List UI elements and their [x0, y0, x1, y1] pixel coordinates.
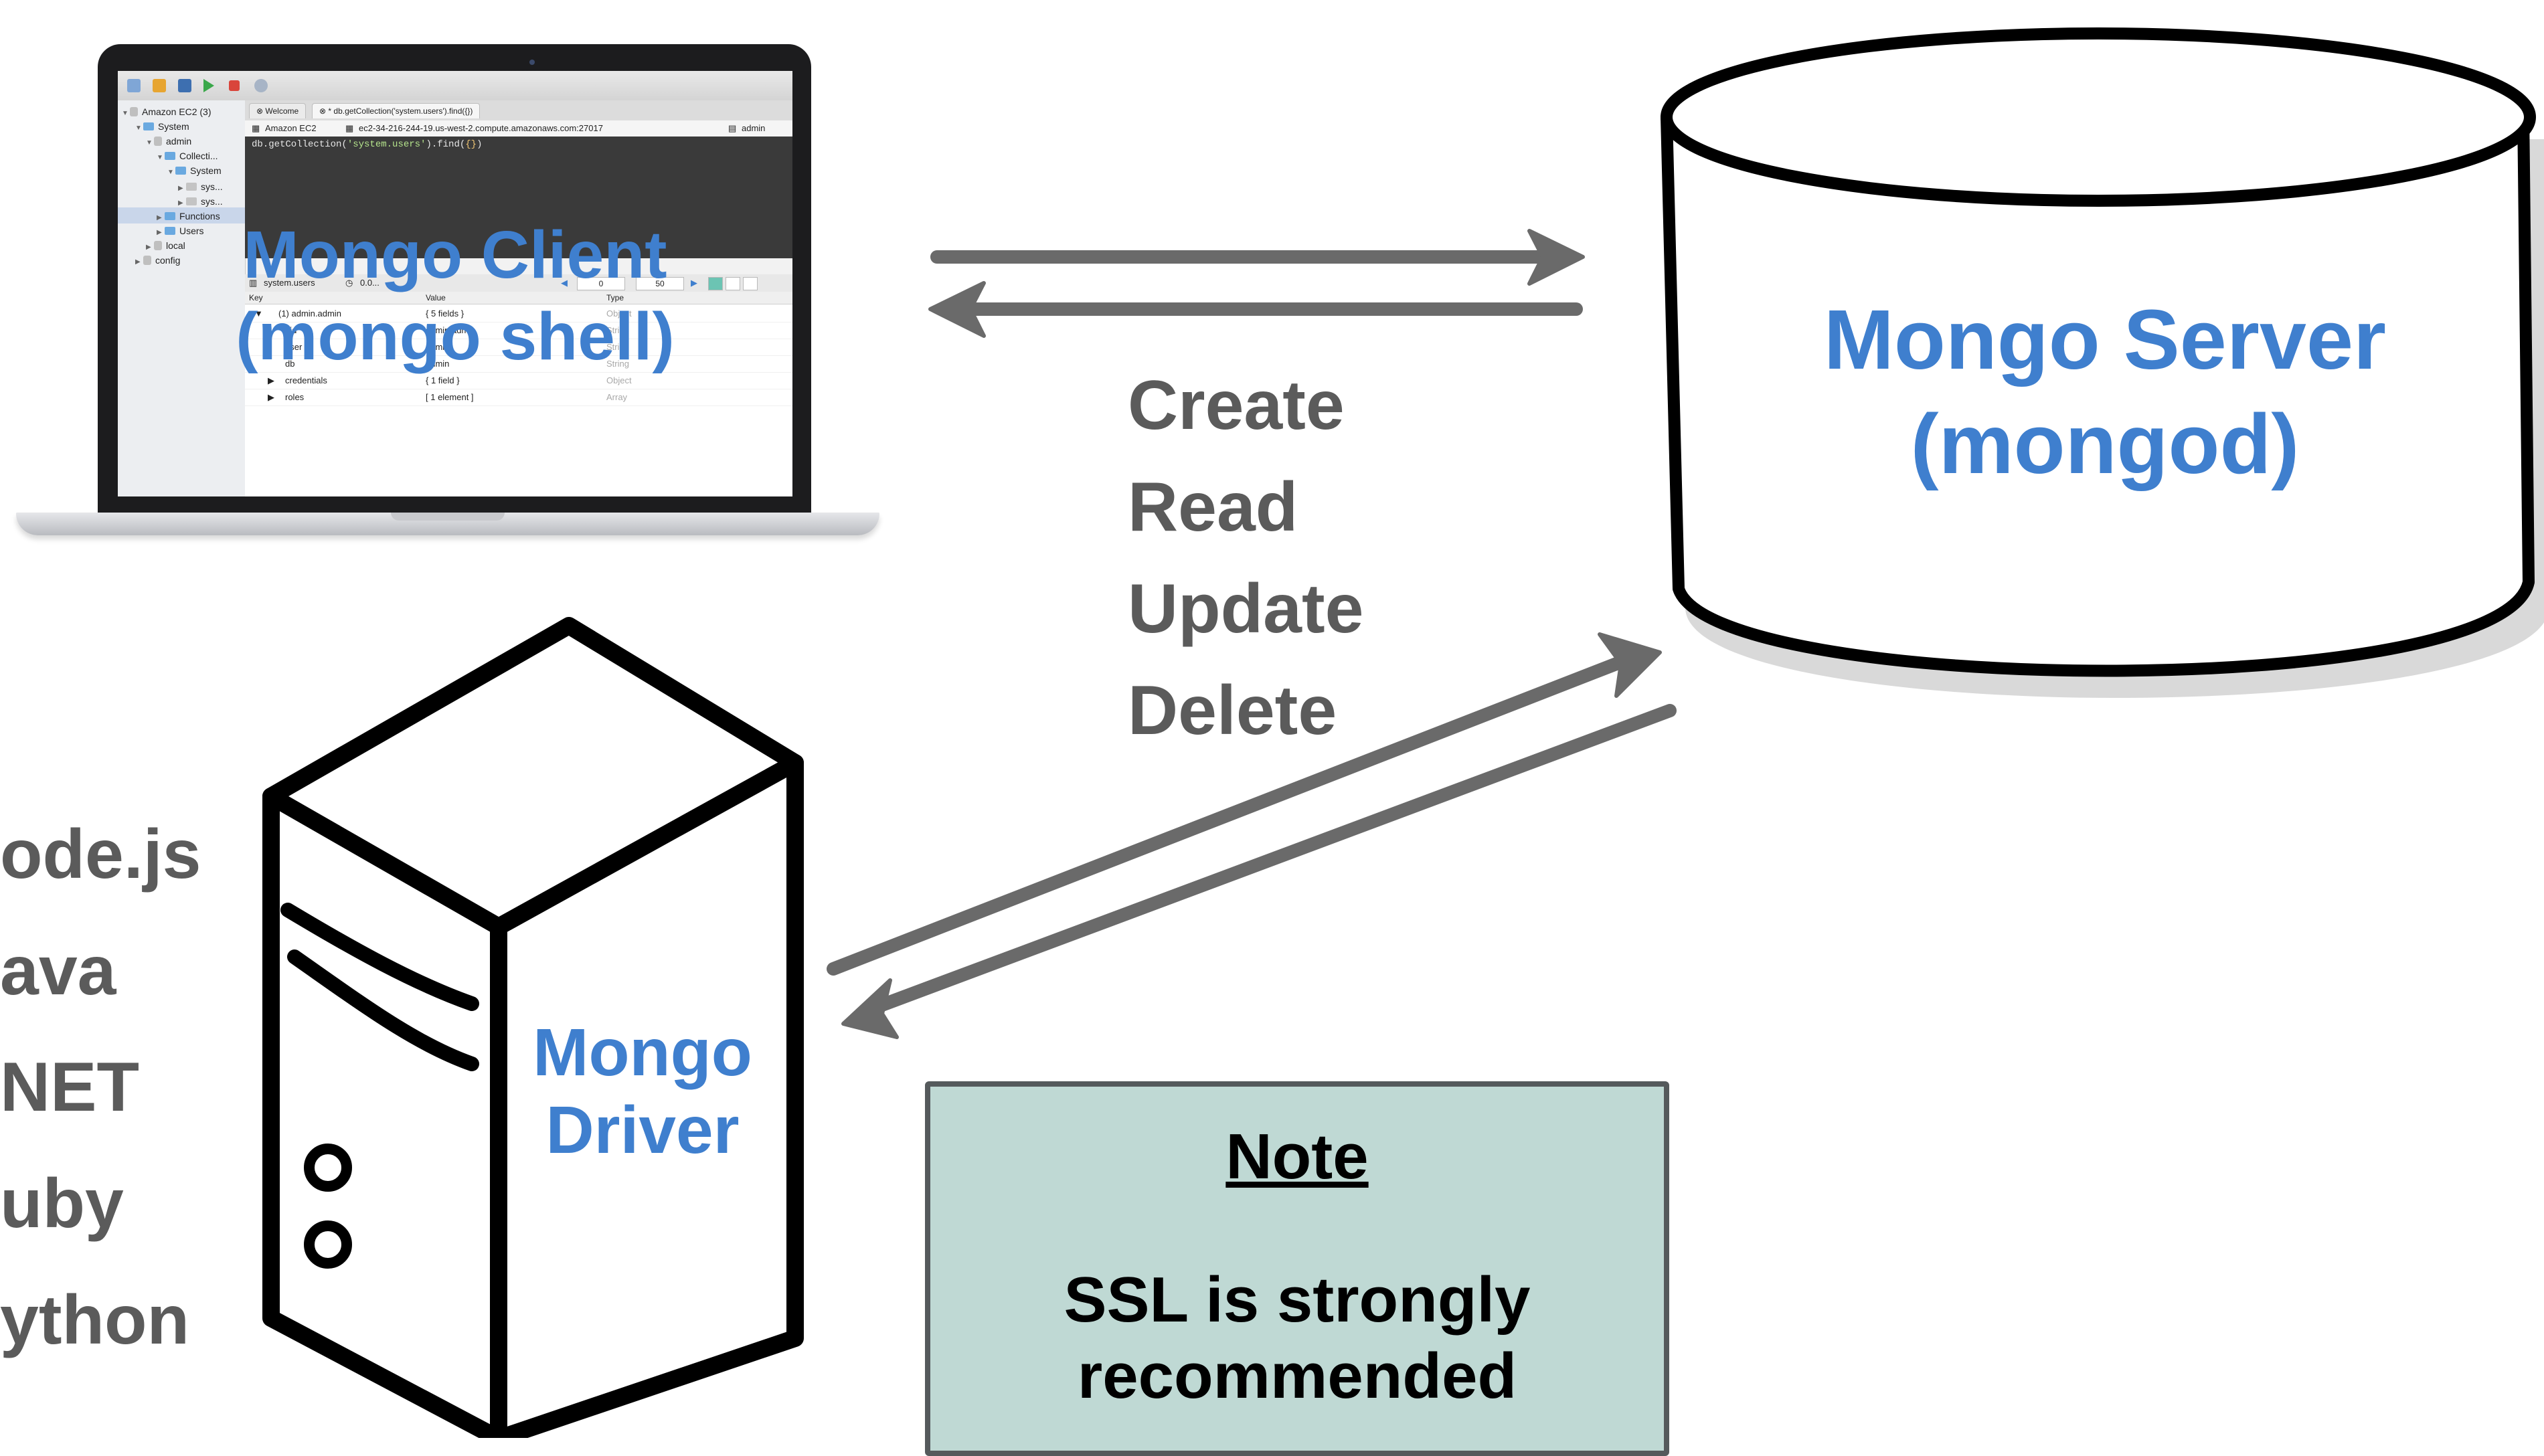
shell-toolbar: [118, 71, 792, 101]
crud-read: Read: [1128, 468, 1298, 546]
table-view-icon[interactable]: [726, 277, 740, 290]
skip-input[interactable]: 0: [577, 277, 625, 290]
result-toolbar: ▥ system.users ◷ 0.0... ◀ 0 50 ▶: [245, 274, 792, 292]
language-java: ava: [0, 932, 116, 1010]
connect-icon[interactable]: [127, 79, 141, 92]
client-label-line1: Mongo Client: [243, 217, 667, 292]
expand-icon[interactable]: ▼: [254, 308, 263, 318]
mongo-shell-window: ▼Amazon EC2 (3) ▼System ▼admin ▼Collecti…: [118, 71, 792, 496]
language-list: ode.js ava NET uby ython: [0, 796, 201, 1378]
connection-host: ec2-34-216-244-19.us-west-2.compute.amaz…: [359, 123, 603, 133]
tree-item-sys-1[interactable]: ▶sys...: [178, 181, 223, 192]
client-label-line2: (mongo shell): [236, 299, 675, 374]
result-collection: system.users: [264, 278, 315, 288]
camera-dot: [529, 60, 535, 65]
crud-list: Create Read Update Delete: [1128, 355, 1363, 761]
close-icon[interactable]: ⊗: [256, 106, 266, 116]
close-icon[interactable]: ⊗: [319, 106, 329, 116]
language-nodejs: ode.js: [0, 816, 201, 893]
note-title: Note: [1225, 1121, 1369, 1192]
server-label: Mongo Server (mongod): [1727, 288, 2483, 496]
result-time: 0.0...: [360, 278, 379, 288]
tree-item-system[interactable]: ▼System: [135, 121, 189, 132]
server-icon: ▦: [252, 123, 260, 133]
grid-header: Key Value Type: [245, 292, 792, 304]
table-row[interactable]: user admin String: [245, 339, 792, 356]
table-row[interactable]: ▶ credentials { 1 field } Object: [245, 372, 792, 389]
laptop-base: [16, 513, 879, 535]
table-row[interactable]: ▼ (1) admin.admin { 5 fields } Object: [245, 305, 792, 323]
note-body: SSL is strongly recommended: [930, 1262, 1664, 1415]
table-row[interactable]: db admin String: [245, 355, 792, 373]
stop-icon[interactable]: [229, 80, 240, 91]
text-view-icon[interactable]: [743, 277, 758, 290]
note-line2: recommended: [1077, 1340, 1517, 1412]
driver-label: Mongo Driver: [515, 1014, 770, 1169]
server-label-line1: Mongo Server: [1823, 292, 2387, 387]
connection-db: admin: [742, 123, 766, 133]
result-grid: Key Value Type ▼ (1) admin.admin { 5 fie…: [245, 292, 792, 496]
note-box: Note SSL is strongly recommended: [925, 1081, 1669, 1456]
expand-icon[interactable]: ▶: [268, 375, 274, 385]
query-editor[interactable]: db.getCollection('system.users').find({}…: [245, 136, 792, 258]
table-row[interactable]: _id admin.admin String: [245, 322, 792, 339]
note-line1: SSL is strongly: [1064, 1264, 1531, 1336]
tree-item-config[interactable]: ▶config: [135, 255, 181, 266]
server-tower-icon: [262, 617, 804, 1438]
settings-icon[interactable]: [254, 79, 268, 92]
connection-name: Amazon EC2: [265, 123, 317, 133]
save-icon[interactable]: [178, 79, 191, 92]
clock-icon: ◷: [345, 278, 353, 288]
expand-icon[interactable]: ▶: [268, 392, 274, 402]
laptop-notch: [391, 513, 505, 521]
crud-delete: Delete: [1128, 672, 1337, 749]
next-page-icon[interactable]: ▶: [691, 278, 697, 288]
tree-item-sys-2[interactable]: ▶sys...: [178, 196, 223, 207]
tree-selection: [118, 207, 245, 223]
column-type[interactable]: Type: [606, 293, 624, 302]
tree-item-admin[interactable]: ▼admin: [146, 136, 192, 147]
server-icon: ▦: [345, 123, 354, 133]
connection-bar: ▦ Amazon EC2 ▦ ec2-34-216-244-19.us-west…: [245, 120, 792, 137]
column-key[interactable]: Key: [249, 293, 263, 302]
tree-view-icon[interactable]: [708, 277, 723, 290]
language-ruby: uby: [0, 1165, 124, 1243]
table-row[interactable]: ▶ roles [ 1 element ] Array: [245, 389, 792, 406]
driver-server-arrows: [827, 632, 1677, 1039]
server-label-line2: (mongod): [1910, 397, 2300, 491]
client-label: Mongo Client (mongo shell): [167, 214, 743, 377]
tab-query[interactable]: ⊗ * db.getCollection('system.users').fin…: [312, 103, 481, 118]
language-python: ython: [0, 1281, 190, 1359]
crud-create: Create: [1128, 367, 1345, 444]
language-dotnet: NET: [0, 1049, 139, 1126]
tree-item-system-folder[interactable]: ▼System: [167, 165, 222, 176]
driver-label-line1: Mongo: [533, 1015, 752, 1090]
database-icon: ▤: [728, 123, 737, 133]
shell-tabs: ⊗ Welcome ⊗ * db.getCollection('system.u…: [245, 100, 792, 121]
tree-item-local[interactable]: ▶local: [146, 240, 185, 251]
prev-page-icon[interactable]: ◀: [561, 278, 568, 288]
driver-label-line2: Driver: [545, 1093, 740, 1168]
tab-welcome[interactable]: ⊗ Welcome: [249, 103, 307, 118]
limit-input[interactable]: 50: [636, 277, 684, 290]
crud-update: Update: [1128, 570, 1364, 648]
tree-item-collections[interactable]: ▼Collecti...: [157, 151, 218, 161]
tree-item-functions[interactable]: ▶Functions: [157, 211, 220, 221]
tree-item-users[interactable]: ▶Users: [157, 225, 204, 236]
laptop-illustration: ▼Amazon EC2 (3) ▼System ▼admin ▼Collecti…: [13, 44, 883, 546]
column-value[interactable]: Value: [426, 293, 446, 302]
open-folder-icon[interactable]: [153, 79, 166, 92]
client-server-arrows: [928, 229, 1585, 338]
collection-icon: ▥: [249, 278, 258, 288]
server-cylinder: [1661, 27, 2544, 698]
tree-item-connection[interactable]: ▼Amazon EC2 (3): [122, 106, 211, 117]
run-icon[interactable]: [203, 79, 214, 92]
